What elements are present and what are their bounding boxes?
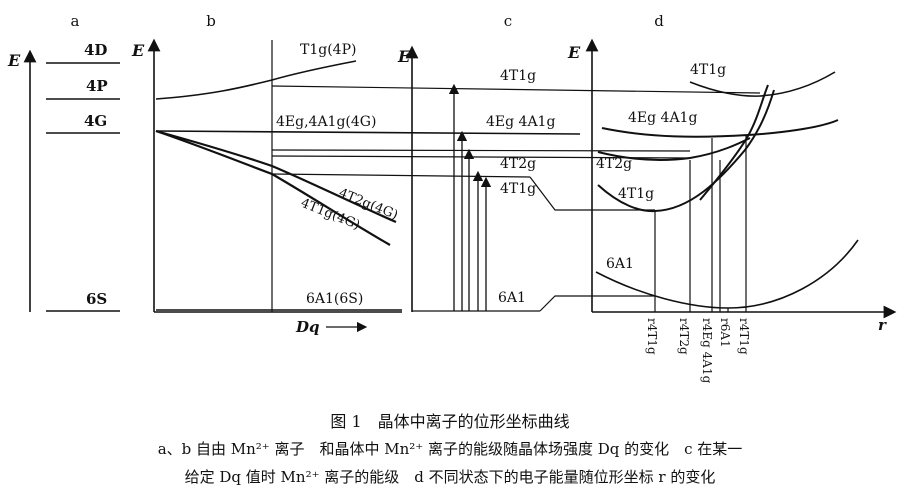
curve-d-A1 <box>595 239 859 309</box>
label-d-T1g: 4T1g <box>618 186 654 202</box>
panel-label-d: d <box>654 12 664 30</box>
r-axis-label: r <box>878 316 887 334</box>
label-c-T1g-top: 4T1g <box>500 68 536 84</box>
level-c-T2g <box>271 149 691 152</box>
label-c-T2g: 4T2g <box>500 156 536 172</box>
label-b-EgA1g: 4Eg,4A1g(4G) <box>276 114 376 130</box>
level-c-T2g-b <box>271 155 691 159</box>
r-tick-2: r4T2g <box>677 318 691 355</box>
curve-b-T2g <box>155 129 397 224</box>
curve-d-EgA1g <box>601 119 839 138</box>
figure-title: 图 1 晶体中离子的位形坐标曲线 <box>330 412 570 431</box>
label-d-T2g: 4T2g <box>596 156 632 172</box>
curve-d-T2g <box>597 137 751 161</box>
label-d-EgA1g: 4Eg 4A1g <box>628 110 697 126</box>
panel-label-a: a <box>71 12 80 30</box>
energy-label-b: E <box>131 41 145 60</box>
leader-c-A1 <box>539 295 655 312</box>
curve-d-T1g-top <box>689 71 836 97</box>
r-tick-1: r4T1g <box>645 318 659 355</box>
leader-c-T1g <box>529 176 655 211</box>
label-d-A1: 6A1 <box>606 256 634 272</box>
label-c-T1g-low: 4T1g <box>500 181 536 197</box>
panel-label-c: c <box>504 12 512 30</box>
label-a-4P: 4P <box>86 77 108 95</box>
label-a-4G: 4G <box>84 112 107 130</box>
energy-label-c: E <box>397 47 411 66</box>
caption-line-1: a、b 自由 Mn²⁺ 离子 和晶体中 Mn²⁺ 离子的能级随晶体场强度 Dq … <box>157 440 743 458</box>
curve-b-T1gP <box>155 60 357 100</box>
level-c-T1g-low <box>271 173 531 178</box>
energy-label-a: E <box>7 51 21 70</box>
label-a-6S: 6S <box>86 290 107 308</box>
r-tick-4: r6A1 <box>718 318 732 348</box>
label-a-4D: 4D <box>84 41 107 59</box>
r-tick-3: r4Eg 4A1g <box>700 318 714 384</box>
caption-line-2: 给定 Dq 值时 Mn²⁺ 离子的能级 d 不同状态下的电子能量随位形坐标 r … <box>184 468 716 486</box>
dq-label: Dq <box>295 318 320 336</box>
curve-b-EgA1g <box>155 130 581 135</box>
label-c-EgA1g: 4Eg 4A1g <box>486 114 555 130</box>
panel-label-b: b <box>206 12 216 30</box>
curve-d-T1g <box>597 89 775 213</box>
energy-label-d: E <box>567 43 581 62</box>
curve-d-steep <box>699 84 769 201</box>
label-b-A1S: 6A1(6S) <box>306 291 363 307</box>
label-d-T1g-top: 4T1g <box>690 62 726 78</box>
label-b-T1gP: T1g(4P) <box>300 42 356 58</box>
label-c-A1: 6A1 <box>498 290 526 306</box>
r-tick-5: r4T1g <box>737 318 751 355</box>
level-c-T1g-top <box>271 85 761 94</box>
